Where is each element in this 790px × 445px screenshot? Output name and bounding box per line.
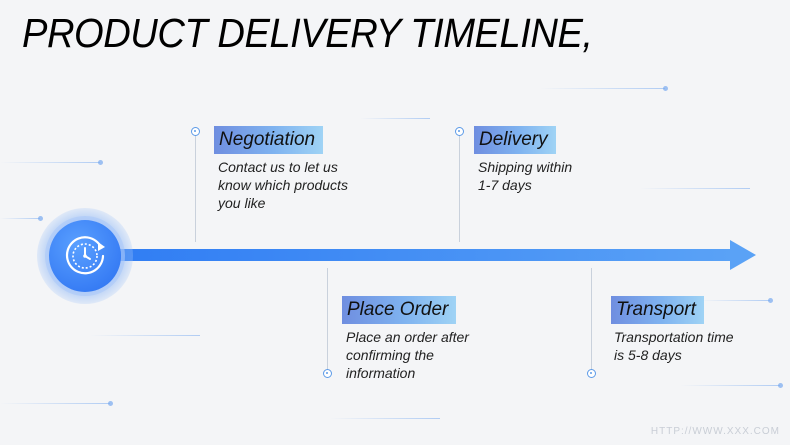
step-label-delivery: Delivery <box>474 126 556 154</box>
background-line <box>0 401 113 406</box>
pin-marker <box>323 369 332 378</box>
page-title: PRODUCT DELIVERY TIMELINE, <box>22 10 593 56</box>
clock-icon <box>65 236 105 275</box>
step-description-place-order: Place an order after confirming the info… <box>346 329 469 381</box>
background-line <box>0 160 103 165</box>
step-description-delivery: Shipping within 1-7 days <box>478 159 573 193</box>
watermark-text: HTTP://WWW.XXX.COM <box>650 426 780 437</box>
pin-marker <box>455 127 464 136</box>
background-line <box>330 418 440 419</box>
connector-line <box>195 132 196 242</box>
background-line <box>90 335 200 336</box>
step-description-negotiation: Contact us to let us know which products… <box>218 159 348 211</box>
background-line <box>640 188 750 189</box>
clock-badge <box>49 220 121 292</box>
background-line <box>680 383 783 388</box>
background-line <box>360 118 430 119</box>
step-label-transport: Transport <box>611 296 704 324</box>
step-description-transport: Transportation time is 5-8 days <box>614 329 734 363</box>
background-line <box>0 216 43 221</box>
pin-marker <box>587 369 596 378</box>
pin-marker <box>191 127 200 136</box>
background-line <box>700 298 773 303</box>
connector-line <box>591 268 592 373</box>
connector-line <box>327 268 328 373</box>
connector-line <box>459 132 460 242</box>
step-label-negotiation: Negotiation <box>214 126 324 154</box>
background-line <box>540 86 668 91</box>
step-label-place-order: Place Order <box>342 296 457 324</box>
